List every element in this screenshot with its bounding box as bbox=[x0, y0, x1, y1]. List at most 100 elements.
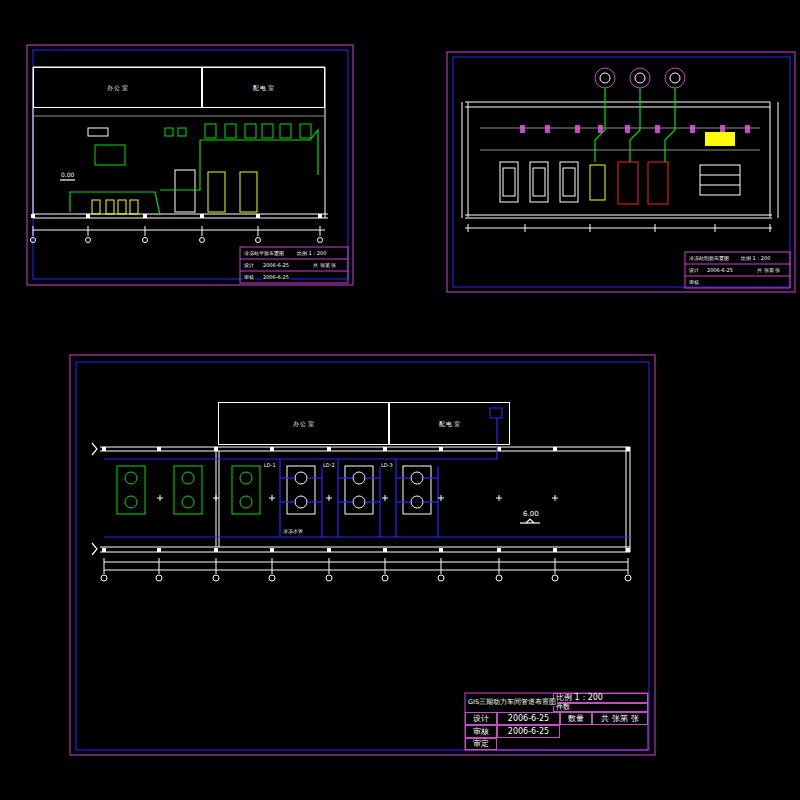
sheet-frame bbox=[447, 52, 795, 292]
room-name: 配 电 室 bbox=[253, 85, 275, 91]
pump bbox=[106, 200, 114, 214]
elevation-mark bbox=[60, 179, 75, 180]
wall bbox=[626, 447, 627, 552]
axis-tick bbox=[320, 226, 321, 236]
pump bbox=[92, 200, 100, 214]
chiller bbox=[175, 170, 195, 212]
title-block-text: 设计 bbox=[243, 263, 255, 268]
pipe bbox=[279, 459, 280, 537]
equipment bbox=[205, 124, 216, 138]
column bbox=[256, 214, 260, 218]
pipe bbox=[423, 477, 438, 478]
title-block-cell: 审核 bbox=[465, 725, 497, 738]
title-block-line bbox=[240, 271, 348, 272]
room-box: 办 公 室 bbox=[218, 402, 389, 445]
title-block-text: 2006-6-25 bbox=[508, 715, 549, 723]
axis-tick bbox=[159, 558, 160, 574]
unit bbox=[563, 168, 575, 196]
wall bbox=[33, 218, 328, 219]
title-block-text: 数量 bbox=[568, 715, 584, 723]
title-block-text: 比例 1：200 bbox=[296, 251, 327, 256]
title-block bbox=[240, 247, 348, 283]
break-mark bbox=[92, 543, 97, 555]
column bbox=[439, 447, 443, 451]
pipe bbox=[338, 501, 353, 502]
title-block-line bbox=[240, 259, 348, 260]
wall bbox=[33, 116, 325, 117]
axis-tick bbox=[555, 558, 556, 574]
cross-mark bbox=[555, 495, 556, 501]
column bbox=[214, 548, 218, 552]
cross-mark bbox=[499, 495, 500, 501]
break-mark bbox=[92, 443, 97, 455]
chiller bbox=[240, 172, 257, 212]
axis-bubble bbox=[326, 575, 332, 581]
unit bbox=[533, 168, 545, 196]
axis-bubble bbox=[438, 575, 444, 581]
chiller-port bbox=[182, 472, 194, 484]
pipe bbox=[280, 501, 295, 502]
axis-bubble bbox=[213, 575, 219, 581]
pump-unit bbox=[403, 466, 431, 514]
column-line bbox=[216, 451, 217, 547]
pump-symbol bbox=[595, 68, 615, 88]
wall bbox=[100, 552, 630, 553]
cross-mark bbox=[385, 495, 386, 501]
pump-symbol bbox=[600, 73, 610, 83]
pipe bbox=[423, 501, 438, 502]
title-block-text: 设计 bbox=[473, 715, 489, 723]
column bbox=[439, 548, 443, 552]
chiller bbox=[208, 172, 225, 212]
title-block-cell: 2006-6-25 bbox=[497, 725, 560, 738]
unit bbox=[500, 162, 518, 202]
column bbox=[157, 548, 161, 552]
pump-unit bbox=[345, 466, 373, 514]
pipe bbox=[480, 150, 760, 151]
axis-tick bbox=[88, 226, 89, 236]
axis-bubble bbox=[625, 575, 631, 581]
pump bbox=[295, 472, 307, 484]
pipe bbox=[365, 477, 380, 478]
axis-tick bbox=[272, 558, 273, 574]
wall bbox=[100, 547, 630, 548]
axis-bubble bbox=[256, 238, 261, 243]
dimension-line bbox=[104, 562, 628, 563]
cross-mark bbox=[272, 495, 273, 501]
axis-tick bbox=[216, 558, 217, 574]
pump bbox=[411, 496, 423, 508]
column bbox=[143, 214, 147, 218]
slab bbox=[465, 107, 770, 108]
title-block-text: 比例 1：200 bbox=[740, 256, 771, 261]
column bbox=[626, 447, 630, 451]
pipe bbox=[338, 477, 353, 478]
room-name: 办 公 室 bbox=[293, 421, 315, 427]
axis-tick bbox=[628, 558, 629, 574]
axis-tick bbox=[329, 558, 330, 574]
title-block-text: 2006-6-25 bbox=[508, 728, 549, 736]
table-line bbox=[700, 185, 740, 186]
wall bbox=[100, 451, 630, 452]
axis-bubble bbox=[269, 575, 275, 581]
dimension-line bbox=[33, 230, 325, 231]
axis-bubble bbox=[156, 575, 162, 581]
sheet-frame bbox=[27, 45, 353, 285]
pump bbox=[353, 472, 365, 484]
title-block-text: 审核 bbox=[688, 280, 700, 285]
axis-bubble bbox=[496, 575, 502, 581]
title-block-cell: 审定 bbox=[465, 738, 497, 750]
equipment bbox=[300, 124, 311, 138]
valve bbox=[598, 125, 603, 133]
cross-mark bbox=[329, 495, 330, 501]
column bbox=[86, 214, 90, 218]
floor bbox=[465, 218, 772, 219]
pipe bbox=[160, 130, 318, 190]
equipment bbox=[88, 128, 108, 136]
pump-symbol bbox=[665, 68, 685, 88]
chiller bbox=[232, 466, 260, 514]
dimension-line bbox=[104, 570, 628, 571]
title-block bbox=[685, 252, 790, 288]
title-block-text: 2006-6-25 bbox=[262, 275, 290, 280]
pipe-label: LD-2 bbox=[322, 463, 336, 468]
pipe bbox=[665, 88, 675, 162]
